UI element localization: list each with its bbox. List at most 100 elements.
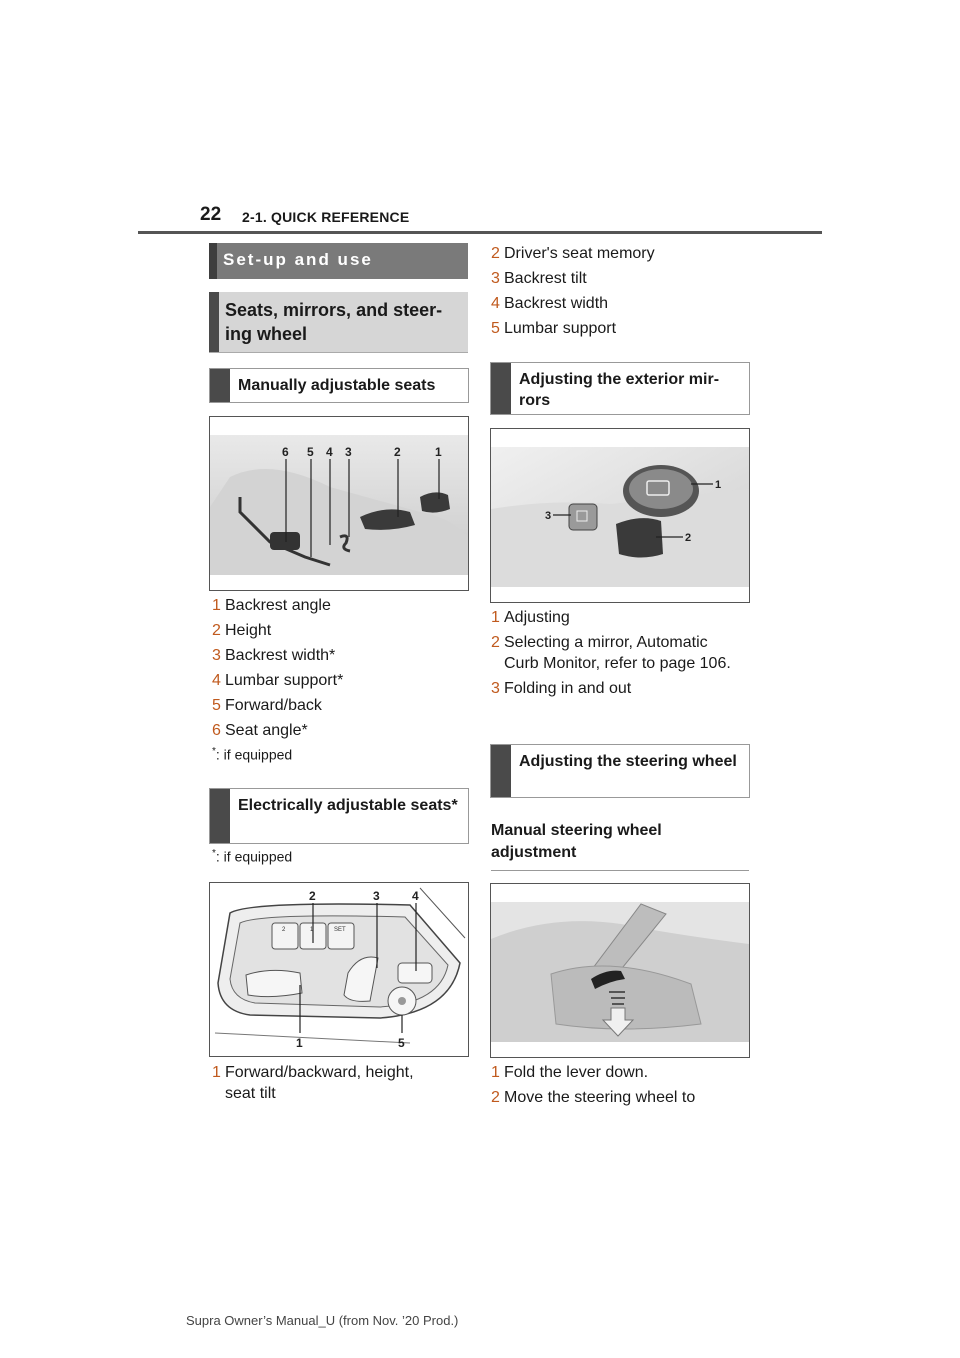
item-text: Backrest width	[504, 295, 609, 312]
item-number: 2	[491, 245, 500, 262]
item-text: Folding in and out	[504, 680, 632, 697]
mirrors-heading: Adjusting the exterior mir-rors	[490, 362, 750, 415]
button-label-1: 1	[310, 927, 314, 933]
eseat-callout-3: 3	[373, 889, 380, 903]
item-text: Seat angle*	[225, 722, 308, 739]
item-text: Selecting a mirror, Automatic Curb Monit…	[504, 634, 731, 672]
eseat-callout-1: 1	[296, 1036, 303, 1050]
mirror-callout-2: 2	[685, 532, 691, 544]
footnote-mark: *	[212, 848, 216, 859]
item-number: 1	[491, 609, 500, 626]
eseat-callout-2: 2	[309, 889, 316, 903]
heading-marker	[491, 363, 511, 414]
manual-seats-heading: Manually adjustable seats	[209, 368, 469, 403]
item-number: 4	[491, 295, 500, 312]
steering-heading: Adjusting the steering wheel	[490, 744, 750, 798]
page-number: 22	[200, 204, 222, 225]
item-text: Fold the lever down.	[504, 1064, 649, 1081]
item-number: 1	[491, 1064, 500, 1081]
running-header: 2-1. QUICK REFERENCE	[242, 209, 410, 225]
eseat-callout-5: 5	[398, 1036, 405, 1050]
footnote-text: : if equipped	[215, 746, 293, 763]
section-title: Set-up and use	[223, 250, 373, 269]
item-number: 3	[491, 680, 500, 697]
item-number: 2	[212, 622, 221, 639]
eseat-callout-4: 4	[412, 889, 419, 903]
subsection-title: Seats, mirrors, and steer-ing wheel	[225, 300, 443, 344]
section-title-bar: Set-up and use	[209, 243, 468, 279]
item-number: 1	[212, 597, 221, 614]
seat-callout-1: 1	[435, 445, 442, 459]
item-number: 2	[491, 634, 500, 651]
heading-marker	[210, 789, 230, 843]
seat-callout-6: 6	[282, 445, 289, 459]
electric-seats-heading-text: Electrically adjustable seats*	[238, 797, 458, 814]
item-text: Move the steering wheel to	[504, 1089, 696, 1106]
item-text: Forward/back	[225, 697, 322, 714]
footnote-mark: *	[212, 746, 216, 757]
item-text: Forward/backward, height, seat tilt	[225, 1064, 414, 1102]
header-rule	[138, 231, 822, 234]
item-number: 1	[212, 1064, 221, 1081]
footnote: *: if equipped	[212, 746, 292, 763]
electric-seat-figure: 2 1 SET 2 3 4 1 5	[209, 882, 469, 1057]
item-number: 4	[212, 672, 221, 689]
mirrors-heading-text: Adjusting the exterior mir-rors	[519, 371, 720, 409]
electric-seats-heading: Electrically adjustable seats*	[209, 788, 469, 844]
item-number: 2	[491, 1089, 500, 1106]
seat-callout-4: 4	[326, 445, 333, 459]
button-label-2: 2	[282, 927, 286, 933]
subsection-marker	[209, 292, 219, 352]
seat-callout-2: 2	[394, 445, 401, 459]
page-footer: Supra Owner’s Manual_U (from Nov. ’20 Pr…	[186, 1313, 459, 1328]
item-number: 3	[491, 270, 500, 287]
item-number: 6	[212, 722, 221, 739]
seat-callout-3: 3	[345, 445, 352, 459]
button-label-set: SET	[334, 927, 346, 933]
item-text: Height	[225, 622, 272, 639]
item-text: Adjusting	[504, 609, 570, 626]
item-text: Lumbar support*	[225, 672, 344, 689]
subsection-heading: Seats, mirrors, and steer-ing wheel	[209, 292, 468, 353]
mirror-callout-3: 3	[545, 510, 551, 522]
footnote-text: : if equipped	[215, 848, 293, 865]
item-number: 5	[212, 697, 221, 714]
item-text: Lumbar support	[504, 320, 617, 337]
heading-marker	[491, 745, 511, 797]
steering-heading-text: Adjusting the steering wheel	[519, 753, 737, 770]
mirror-callout-1: 1	[715, 479, 721, 491]
footnote: *: if equipped	[212, 848, 292, 865]
mirror-control-figure: 1 2 3	[490, 428, 750, 603]
item-number: 3	[212, 647, 221, 664]
steering-subheading: Manual steering wheel adjustment	[491, 820, 749, 871]
seat-callout-5: 5	[307, 445, 314, 459]
item-text: Backrest angle	[225, 597, 331, 614]
title-bar-marker	[209, 243, 217, 279]
steering-lever-figure	[490, 883, 750, 1058]
item-number: 5	[491, 320, 500, 337]
manual-seat-figure: 6 5 4 3 2 1	[209, 416, 469, 591]
item-text: Backrest width*	[225, 647, 336, 664]
heading-marker	[210, 369, 230, 402]
manual-seats-heading-text: Manually adjustable seats	[238, 377, 436, 394]
